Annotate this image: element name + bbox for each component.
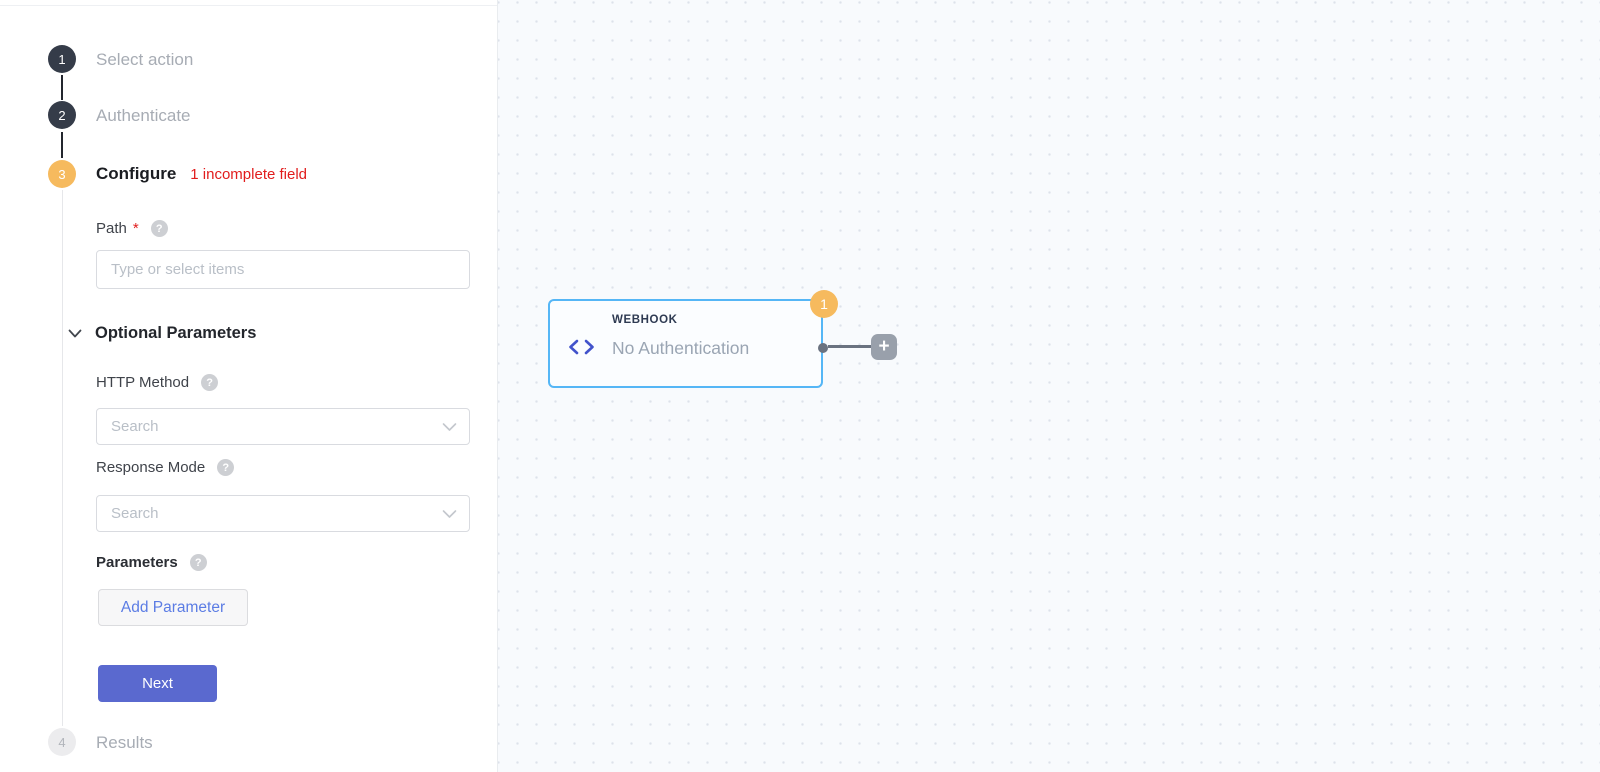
node-type-label: WEBHOOK xyxy=(612,314,678,326)
path-input[interactable] xyxy=(96,250,470,289)
config-sidebar: 1 Select action 2 Authenticate 3 Configu… xyxy=(0,0,498,772)
add-parameter-button[interactable]: Add Parameter xyxy=(98,589,248,626)
step-3-label: Configure xyxy=(96,164,177,183)
http-method-label-row: HTTP Method ? xyxy=(96,374,219,391)
step-2-circle[interactable]: 2 xyxy=(48,101,76,129)
incomplete-count-badge: 1 xyxy=(810,290,838,318)
node-title: No Authentication xyxy=(612,338,750,358)
http-method-search-input[interactable] xyxy=(96,408,470,445)
parameters-label-row: Parameters ? xyxy=(96,554,207,571)
step-1-circle[interactable]: 1 xyxy=(48,45,76,73)
http-method-help-icon[interactable]: ? xyxy=(201,374,219,391)
http-method-select[interactable] xyxy=(96,408,470,445)
step-4-circle[interactable]: 4 xyxy=(48,728,76,756)
next-button[interactable]: Next xyxy=(98,665,217,702)
step-1-label[interactable]: Select action xyxy=(96,50,194,69)
path-help-icon[interactable]: ? xyxy=(150,220,168,237)
optional-parameters-title: Optional Parameters xyxy=(95,324,257,342)
response-mode-label: Response Mode xyxy=(96,459,206,476)
step-4-label[interactable]: Results xyxy=(96,733,153,752)
output-port[interactable] xyxy=(818,343,828,353)
flow-canvas[interactable]: WEBHOOK No Authentication 1 + xyxy=(498,0,1600,772)
response-mode-select[interactable] xyxy=(96,495,470,532)
path-label: Path xyxy=(96,220,127,237)
path-label-row: Path * ? xyxy=(96,220,168,237)
top-divider xyxy=(0,5,497,6)
add-node-button[interactable]: + xyxy=(871,334,897,360)
incomplete-field-warning: 1 incomplete field xyxy=(190,166,308,183)
response-mode-label-row: Response Mode ? xyxy=(96,459,235,476)
response-mode-help-icon[interactable]: ? xyxy=(217,459,235,476)
response-mode-search-input[interactable] xyxy=(96,495,470,532)
step-rail-3-4 xyxy=(62,190,63,726)
parameters-help-icon[interactable]: ? xyxy=(189,554,207,571)
step-3-circle[interactable]: 3 xyxy=(48,160,76,188)
step-2-label[interactable]: Authenticate xyxy=(96,106,191,125)
connector-edge xyxy=(828,345,872,348)
http-method-label: HTTP Method xyxy=(96,374,190,391)
code-icon xyxy=(568,339,595,360)
optional-parameters-toggle[interactable]: Optional Parameters xyxy=(68,324,256,343)
step-connector-2-3 xyxy=(61,132,63,158)
step-connector-1-2 xyxy=(61,75,63,100)
parameters-label: Parameters xyxy=(96,554,178,571)
step-3-header: Configure 1 incomplete field xyxy=(96,164,307,184)
webhook-node[interactable]: WEBHOOK No Authentication 1 xyxy=(548,290,838,388)
required-asterisk: * xyxy=(132,220,139,237)
chevron-down-icon xyxy=(68,329,82,338)
